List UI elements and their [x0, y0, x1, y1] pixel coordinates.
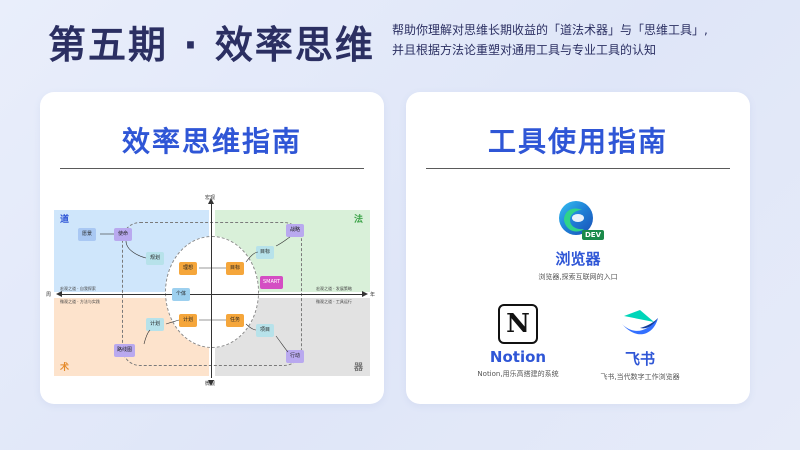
- efficiency-guide-card[interactable]: 效率思维指南 道 法 术 器 宏观 微观 周 年 宏观之道 · 自我探索 宏观之…: [40, 92, 384, 404]
- notion-name: Notion: [489, 348, 547, 366]
- axis-left-label: 周: [46, 292, 52, 298]
- axis-top-label: 宏观: [205, 195, 216, 201]
- mini-label-tl: 宏观之道 · 自我探索: [60, 286, 96, 291]
- browser-name: 浏览器: [555, 250, 601, 268]
- efficiency-guide-title: 效率思维指南: [121, 125, 302, 158]
- browser-desc: 浏览器,探索互联网的入口: [538, 273, 618, 281]
- notion-icon: N: [498, 304, 538, 344]
- node-plan: 计划: [179, 314, 197, 327]
- tool-guide-title: 工具使用指南: [487, 125, 668, 158]
- node-roadmap: 路线图: [114, 344, 136, 357]
- notion-desc: Notion,用乐高搭建的系统: [477, 370, 559, 378]
- horizontal-axis: [58, 294, 366, 295]
- mini-label-br: 微观之道 · 工具运行: [316, 299, 352, 304]
- quadrant-label-fa: 法: [354, 215, 364, 225]
- tool-feishu[interactable]: 飞书 飞书,当代数字工作浏览器: [590, 304, 690, 382]
- axis-right-label: 年: [370, 292, 376, 298]
- diagram-connectors: [56, 198, 368, 386]
- mini-label-bl: 微观之道 · 方法与实践: [60, 299, 100, 304]
- page-subtitle: 帮助你理解对思维长期收益的「道法术器」与「思维工具」, 并且根据方法论重塑对通用…: [392, 20, 782, 60]
- node-mission: 使命: [114, 228, 132, 241]
- page-title: 第五期 · 效率思维: [48, 23, 375, 67]
- feishu-desc: 飞书,当代数字工作浏览器: [600, 373, 680, 381]
- node-project: 项目: [256, 324, 274, 337]
- node-task: 任务: [226, 314, 244, 327]
- vertical-axis: [211, 202, 212, 378]
- card-divider: [60, 168, 364, 169]
- subtitle-line-2: 并且根据方法论重塑对通用工具与专业工具的认知: [392, 43, 657, 57]
- tool-notion[interactable]: N Notion Notion,用乐高搭建的系统: [468, 304, 568, 379]
- node-plan-top: 规划: [146, 252, 164, 265]
- subtitle-line-1: 帮助你理解对思维长期收益的「道法术器」与「思维工具」,: [392, 23, 708, 37]
- edge-dev-icon: DEV: [554, 196, 604, 244]
- node-target: 目标: [256, 246, 274, 259]
- tool-browser[interactable]: DEV 浏览器 浏览器,探索互联网的入口: [528, 196, 628, 282]
- tool-guide-card[interactable]: 工具使用指南 DEV 浏览器 浏览器,探索互联网的入口 N Noti: [406, 92, 750, 404]
- feishu-name: 飞书: [624, 350, 655, 368]
- feishu-icon: [618, 304, 662, 344]
- dev-badge: DEV: [581, 230, 604, 240]
- node-plan-bottom: 计划: [146, 318, 164, 331]
- quadrant-label-dao: 道: [60, 215, 70, 225]
- node-individual: 个体: [172, 288, 190, 301]
- node-vision: 愿景: [78, 228, 96, 241]
- node-smart-tag: SMART: [260, 276, 284, 289]
- node-goal: 目标: [226, 262, 244, 275]
- node-ideal: 理想: [179, 262, 197, 275]
- efficiency-diagram: 道 法 术 器 宏观 微观 周 年 宏观之道 · 自我探索 宏观之道 · 发展策…: [46, 194, 375, 390]
- node-action: 行动: [286, 350, 304, 363]
- mini-label-tr: 宏观之道 · 发展策略: [316, 286, 352, 291]
- card-divider: [426, 168, 730, 169]
- quadrant-label-qi: 器: [354, 363, 364, 373]
- node-strategy: 战略: [286, 224, 304, 237]
- quadrant-label-shu: 术: [60, 363, 70, 373]
